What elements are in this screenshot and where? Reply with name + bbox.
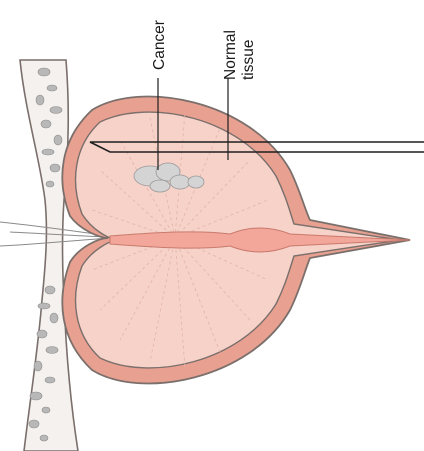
cancer-label: Cancer	[151, 20, 168, 70]
normal-label-line2: tissue	[240, 40, 257, 81]
pelvic-bone-band	[20, 60, 78, 451]
normal-label-line1: Normal	[222, 30, 239, 80]
